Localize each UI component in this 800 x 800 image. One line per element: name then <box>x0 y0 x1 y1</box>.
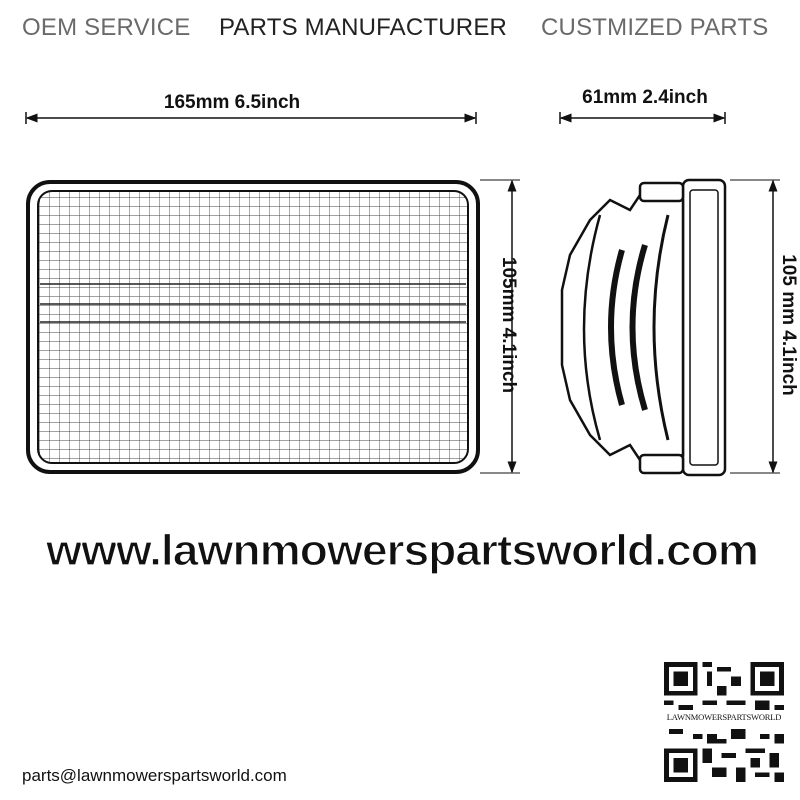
side-height-dimension: 105 mm 4.1inch <box>730 179 799 474</box>
front-width-label: 165mm 6.5inch <box>164 92 300 113</box>
front-height-dimension: 105mm 4.1inch <box>480 179 520 474</box>
side-depth-dimension: 61mm 2.4inch <box>559 87 726 124</box>
header-oem-service: OEM SERVICE <box>22 14 191 41</box>
header-parts-manufacturer: PARTS MANUFACTURER <box>219 14 508 41</box>
side-depth-label: 61mm 2.4inch <box>582 87 708 108</box>
qr-label: LAWNMOWERSPARTSWORLD <box>660 712 788 722</box>
watermark: www.lawnmowerspartsworld.com <box>45 526 758 575</box>
front-view-lamp <box>26 180 480 474</box>
front-height-label: 105mm 4.1inch <box>498 257 519 393</box>
qr-code <box>664 662 784 782</box>
contact-email: parts@lawnmowerspartsworld.com <box>22 766 287 785</box>
front-width-dimension: 165mm 6.5inch <box>25 92 477 124</box>
side-height-label: 105 mm 4.1inch <box>778 254 799 396</box>
header-customized-parts: CUSTMIZED PARTS <box>541 14 769 41</box>
side-view-lamp <box>560 178 727 477</box>
